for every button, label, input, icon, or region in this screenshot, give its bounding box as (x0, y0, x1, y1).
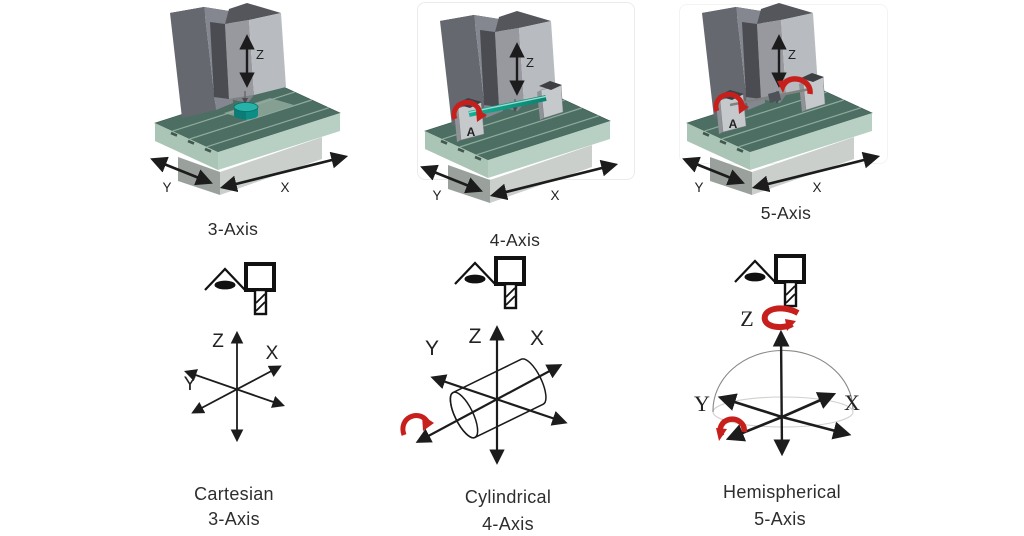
y-label: Y (425, 337, 439, 360)
eye-icon (203, 262, 276, 316)
a-axis-label: A (729, 117, 738, 131)
x-axis-arrow (415, 364, 563, 443)
machine-z-label: Z (788, 47, 796, 62)
machine-label-4axis: 4-Axis (489, 230, 541, 250)
x-label: X (844, 390, 860, 415)
machine-y-label: Y (162, 180, 171, 195)
machine-4axis-illustration: A Z X Y (410, 8, 630, 213)
caption-hemispherical: Hemispherical (723, 482, 841, 502)
z-label: Z (740, 306, 753, 331)
y-axis-arrow (717, 393, 783, 419)
y-label: Y (184, 374, 197, 395)
caption-cylindrical: Cylindrical (464, 487, 552, 507)
machine-z-label: Z (256, 47, 264, 62)
tilting-workpiece (768, 91, 781, 103)
view-and-tool-icons (453, 256, 526, 310)
caption-4axis: 4-Axis (482, 514, 534, 534)
eye-icon (733, 254, 806, 308)
cylindrical-axes-diagram: Y Z X (400, 325, 568, 465)
view-and-tool-icons (203, 262, 276, 316)
lower-left-axis-arrow (725, 415, 783, 442)
rotation-arrow (400, 413, 434, 436)
y-label: Y (694, 391, 710, 416)
workpiece-puck (233, 102, 259, 120)
machine-y-label: Y (694, 180, 703, 195)
eye-icon (453, 256, 526, 310)
lower-right-axis-arrow (781, 415, 852, 440)
machine-5axis-illustration: A Z X Y (672, 0, 892, 205)
a-axis-label: A (467, 125, 476, 139)
y-axis-arrow (184, 369, 285, 408)
a-axis-rotation-arrow (451, 99, 487, 122)
machine-x-label: X (280, 180, 289, 195)
caption-cartesian: Cartesian (194, 484, 274, 504)
y-axis-arrow (430, 374, 568, 426)
machine-label-5axis: 5-Axis (760, 203, 812, 223)
caption-5axis: 5-Axis (754, 509, 806, 529)
z-label: Z (469, 325, 482, 348)
machine-3axis-illustration: Z X Y (140, 0, 360, 205)
tilt-rotation-arrow (716, 416, 747, 441)
machine-x-label: X (812, 180, 821, 195)
z-rotation-swirl-arrow (761, 305, 800, 331)
x-label: X (530, 327, 544, 350)
machine-y-label: Y (432, 188, 441, 203)
machine-z-label: Z (526, 55, 534, 70)
z-axis-arrow (772, 329, 791, 457)
machine-x-label: X (550, 188, 559, 203)
machine-label-3axis: 3-Axis (207, 219, 259, 239)
x-label: X (266, 343, 279, 364)
b-axis-rotation-arrow (777, 76, 813, 95)
a-axis-rotation-arrow (713, 91, 749, 114)
hemispherical-axes-diagram: Z Y X (694, 305, 860, 457)
cartesian-axes-diagram: Z X Y (184, 330, 285, 443)
x-axis-arrow (781, 392, 837, 419)
caption-3axis: 3-Axis (208, 509, 260, 529)
z-label: Z (212, 331, 224, 352)
